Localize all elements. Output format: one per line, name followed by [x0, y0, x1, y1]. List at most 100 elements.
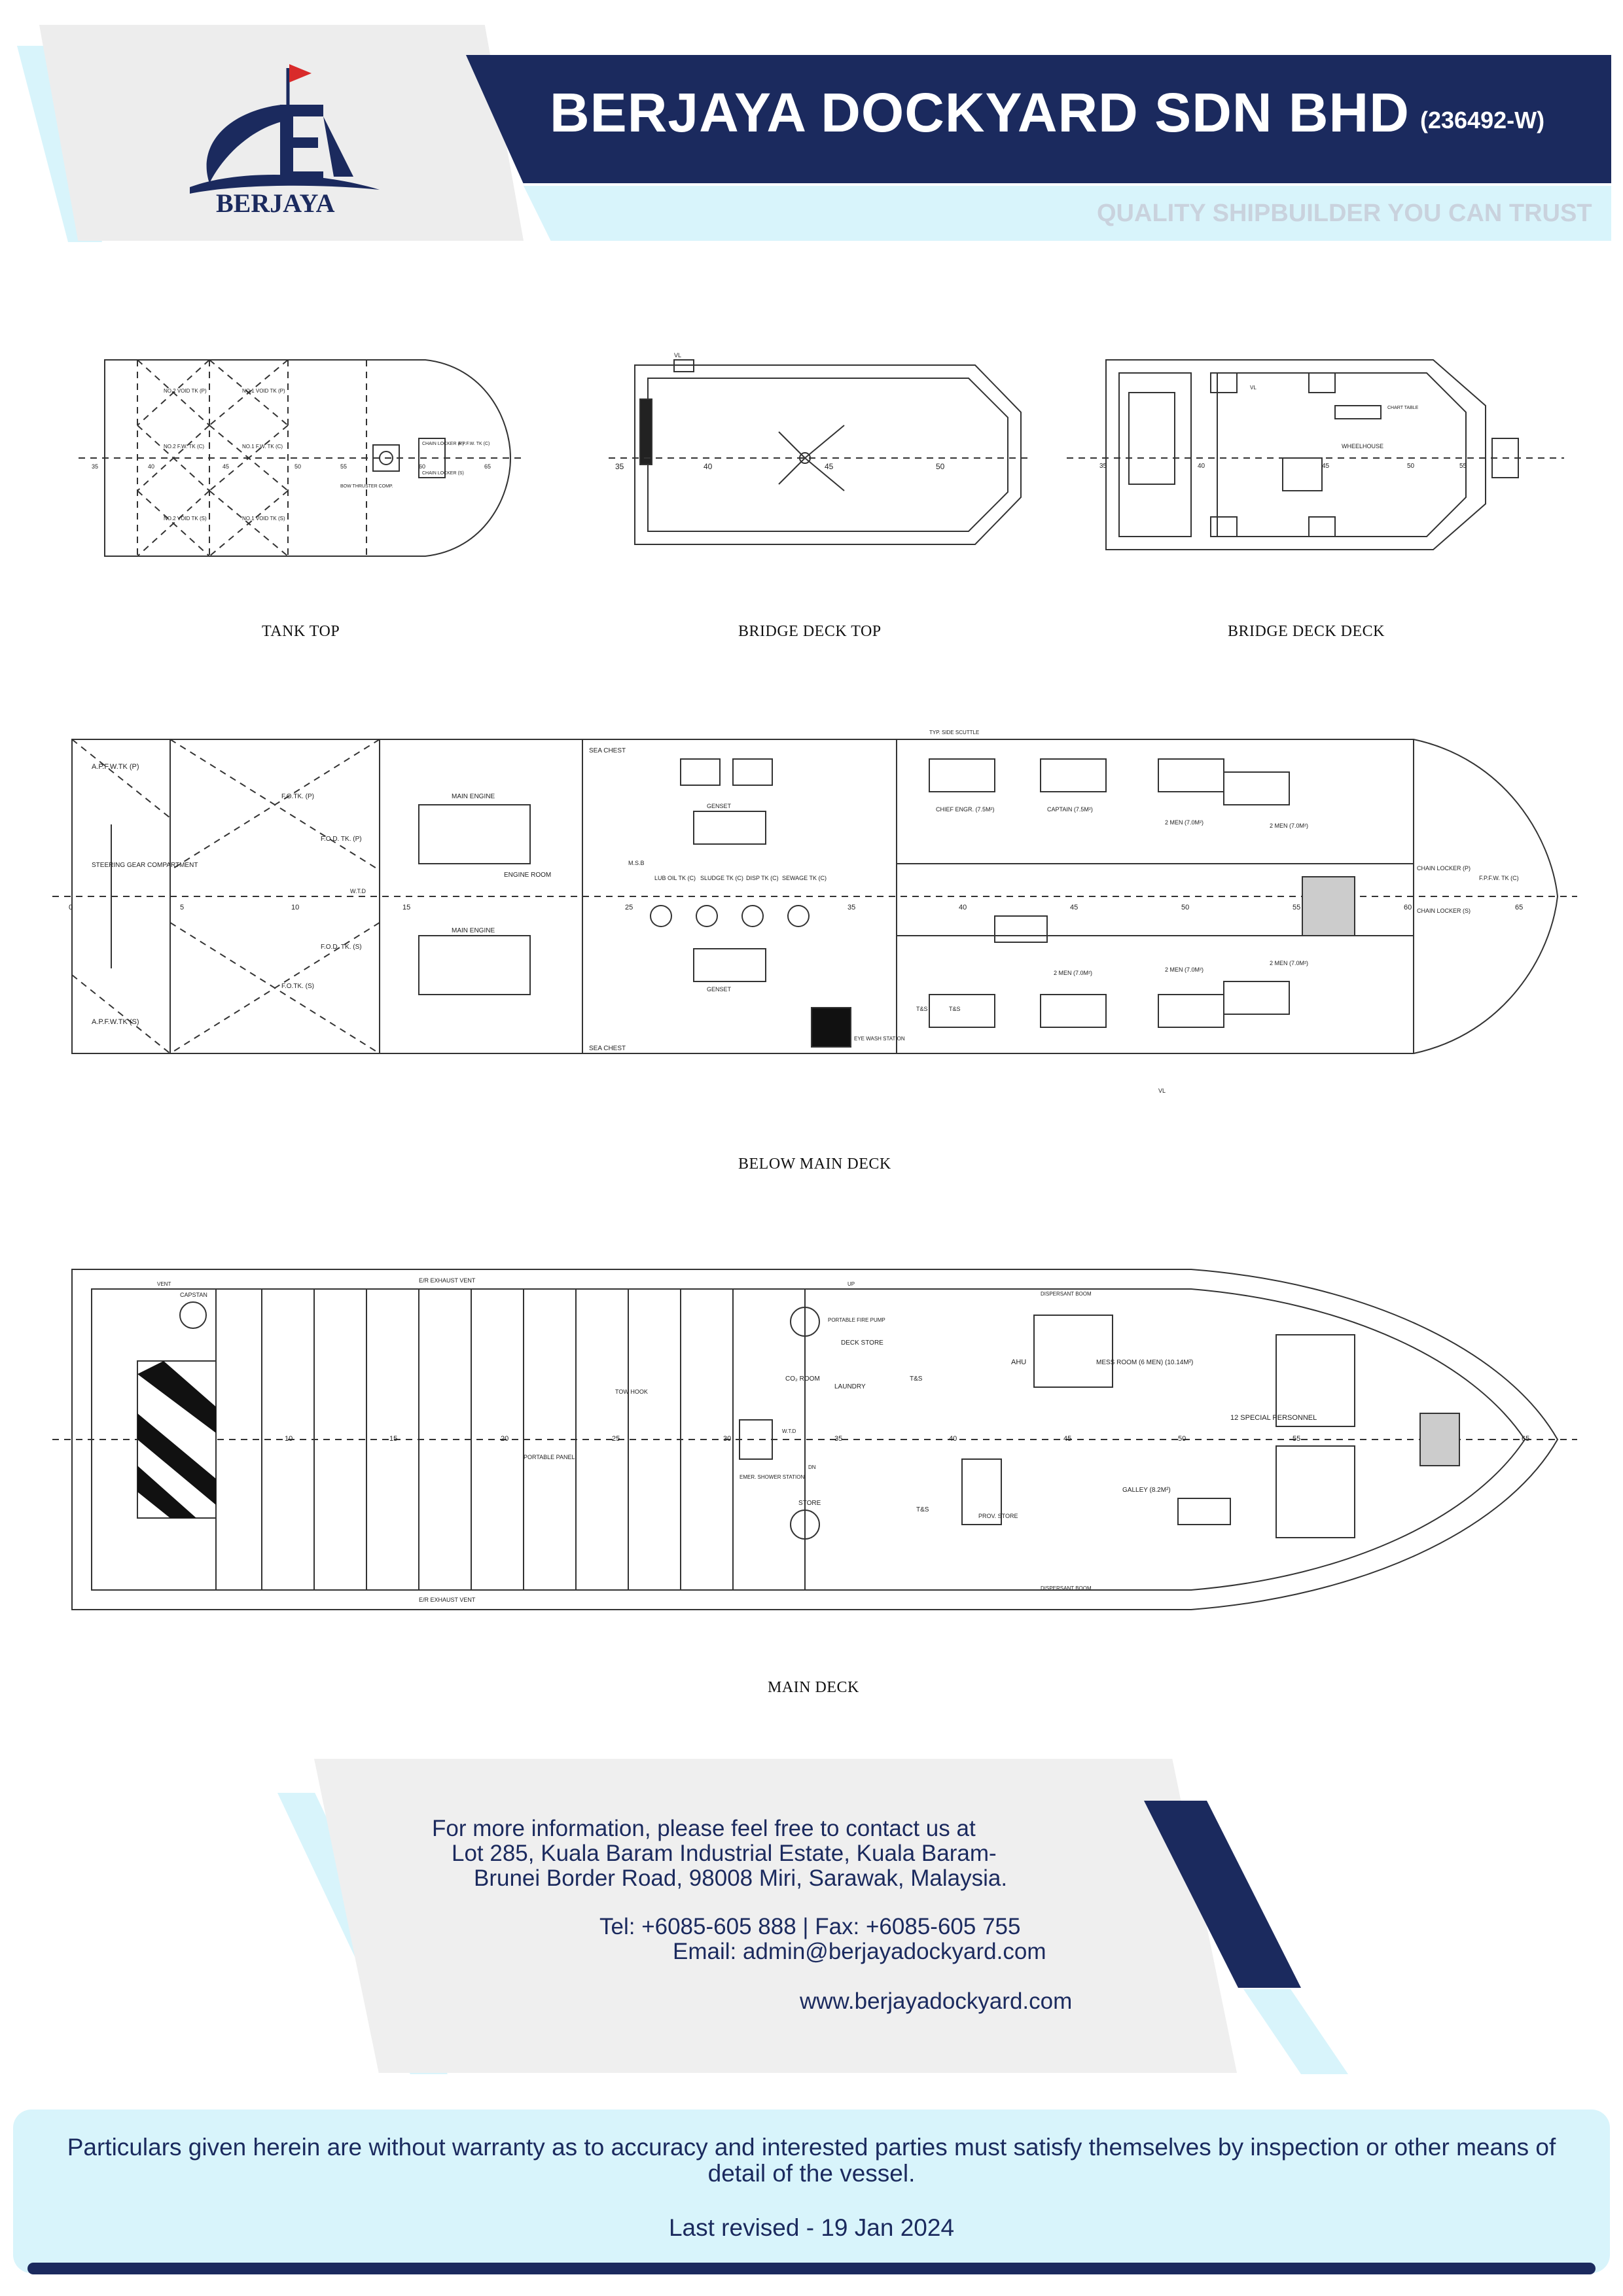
bmd-main-engine-s: MAIN ENGINE [452, 927, 495, 934]
frame-number: 55 [1459, 463, 1467, 470]
frame-number: 10 [291, 904, 299, 911]
frame-number: 0 [69, 904, 73, 911]
logo-wordmark: BERJAYA [216, 188, 335, 216]
frame-number: 15 [402, 904, 410, 911]
bmd-vl: VL [1158, 1087, 1166, 1094]
bmd-apfw-p: A.P.F.W.TK (P) [92, 763, 139, 771]
company-name: BERJAYA DOCKYARD SDN BHD [550, 82, 1410, 143]
bridge-deck-top-drawing: VL 35 40 45 50 [609, 352, 1027, 545]
header-title-banner [466, 55, 1611, 183]
contact-website[interactable]: www.berjayadockyard.com [800, 1988, 1073, 2014]
bmd-captain: CAPTAIN (7.5M²) [1047, 806, 1093, 813]
bridge-top-vl: VL [674, 352, 681, 359]
main-deck-drawing: E/R EXHAUST VENT E/R EXHAUST VENT CAPSTA… [52, 1269, 1577, 1610]
frame-number: 35 [615, 462, 624, 471]
bmd-fod-s: F.O.D. TK. (S) [321, 944, 362, 951]
bmd-lub-oil: LUB OIL TK (C) [654, 875, 696, 881]
frame-number: 35 [847, 904, 855, 911]
md-deck-store: DECK STORE [841, 1339, 883, 1347]
bmd-main-engine-p: MAIN ENGINE [452, 793, 495, 800]
frame-number: 45 [1322, 463, 1330, 470]
frame-number: 55 [1293, 904, 1300, 911]
tank-label-chain-s: CHAIN LOCKER (S) [422, 471, 464, 476]
md-laundry: LAUNDRY [834, 1383, 866, 1390]
bmd-chief-engr: CHIEF ENGR. (7.5M²) [936, 806, 995, 813]
bmd-msb: M.S.B [628, 860, 645, 866]
frame-number: 30 [723, 1435, 731, 1443]
frame-number: 5 [180, 904, 184, 911]
md-ahu: AHU [1011, 1358, 1026, 1366]
md-tow-hook: TOW HOOK [615, 1388, 648, 1395]
tank-label-void-1s: NO.1 VOID TK (S) [242, 516, 285, 521]
caption-main-deck: MAIN DECK [768, 1679, 859, 1696]
last-revised: Last revised - 19 Jan 2024 [668, 2214, 955, 2241]
frame-number: 35 [834, 1435, 842, 1443]
frame-number: 50 [936, 462, 945, 471]
frame-number: 50 [1407, 463, 1415, 470]
frame-number: 65 [1515, 904, 1523, 911]
bmd-eye-wash: EYE WASH STATION [854, 1036, 905, 1042]
caption-tank-top: TANK TOP [262, 623, 340, 640]
bmd-sea-chest-2: SEA CHEST [589, 1045, 626, 1052]
frame-number: 50 [294, 463, 301, 470]
bmd-fod-p: F.O.D. TK. (P) [321, 836, 362, 843]
frame-number: 55 [340, 463, 347, 470]
bmd-fo-p: F.O.TK. (P) [281, 793, 314, 800]
bmd-fpfw: F.P.F.W. TK (C) [1479, 875, 1519, 881]
tank-label-void-2p: NO.2 VOID TK (P) [164, 388, 207, 394]
below-main-deck-drawing: A.P.F.W.TK (P) A.P.F.W.TK (S) STEERING G… [52, 730, 1577, 1094]
frame-number: 60 [419, 463, 425, 470]
frame-number: 45 [1063, 1435, 1071, 1443]
frame-number: 45 [1070, 904, 1078, 911]
frame-number: 25 [612, 1435, 620, 1443]
berjaya-logo: BERJAYA [190, 64, 380, 216]
md-co2-room: CO₂ ROOM [785, 1375, 820, 1383]
md-galley: GALLEY (8.2M²) [1122, 1487, 1171, 1494]
frame-number: 50 [1181, 904, 1189, 911]
tank-label-fw-2c: NO.2 F.W. TK (C) [164, 444, 204, 450]
bmd-sludge: SLUDGE TK (C) [700, 875, 743, 881]
md-dispersant-2: DISPERSANT BOOM [1041, 1585, 1092, 1591]
md-ts-1: T&S [910, 1375, 923, 1383]
contact-panel [314, 1759, 1237, 2073]
contact-email[interactable]: Email: admin@berjayadockyard.com [673, 1939, 1046, 1964]
bmd-fo-s: F.O.TK. (S) [281, 983, 314, 990]
frame-number: 65 [1522, 1435, 1529, 1443]
tank-label-chain-p: CHAIN LOCKER (P) [422, 442, 464, 446]
frame-number: 35 [1099, 463, 1107, 470]
bridge-vl-label: VL [1250, 385, 1257, 391]
bmd-chain-locker-p: CHAIN LOCKER (P) [1417, 865, 1471, 872]
bmd-sewage: SEWAGE TK (C) [782, 875, 827, 881]
md-capstan: CAPSTAN [180, 1292, 207, 1298]
disclaimer-box [13, 2110, 1610, 2273]
caption-bridge-deck-top: BRIDGE DECK TOP [738, 623, 882, 640]
bmd-disp: DISP TK (C) [746, 875, 779, 881]
bmd-ts-2: T&S [949, 1006, 961, 1012]
bmd-sea-chest-1: SEA CHEST [589, 747, 626, 754]
frame-number: 25 [625, 904, 633, 911]
bmd-apfw-s: A.P.F.W.TK (S) [92, 1018, 139, 1026]
frame-number: 40 [959, 904, 967, 911]
bmd-2men-1: 2 MEN (7.0M²) [1165, 819, 1204, 826]
bmd-chain-locker-s: CHAIN LOCKER (S) [1417, 908, 1471, 914]
bmd-2men-2: 2 MEN (7.0M²) [1270, 822, 1308, 829]
bmd-engine-room: ENGINE ROOM [504, 872, 551, 879]
bmd-2men-5: 2 MEN (7.0M²) [1270, 960, 1308, 966]
contact-intro: For more information, please feel free t… [432, 1816, 976, 1841]
caption-bridge-deck-deck: BRIDGE DECK DECK [1228, 623, 1385, 640]
md-wtd: W.T.D [782, 1428, 796, 1434]
frame-number: 40 [1198, 463, 1205, 470]
md-ts-2: T&S [916, 1506, 929, 1513]
md-dispersant-1: DISPERSANT BOOM [1041, 1291, 1092, 1297]
tank-label-void-2s: NO.2 VOID TK (S) [164, 516, 207, 521]
tank-top-drawing: NO.2 VOID TK (P) NO.1 VOID TK (P) NO.2 F… [79, 359, 524, 557]
frame-number: 50 [1178, 1435, 1186, 1443]
footer-bar [27, 2263, 1596, 2274]
md-portable-panel: PORTABLE PANEL [524, 1454, 575, 1460]
md-er-exhaust-1: E/R EXHAUST VENT [419, 1277, 476, 1284]
contact-tel-fax: Tel: +6085-605 888 | Fax: +6085-605 755 [599, 1914, 1021, 1939]
frame-number: 35 [92, 463, 98, 470]
md-store: STORE [798, 1500, 821, 1507]
md-vent: VENT [157, 1281, 171, 1287]
bmd-wtd: W.T.D [350, 888, 366, 894]
